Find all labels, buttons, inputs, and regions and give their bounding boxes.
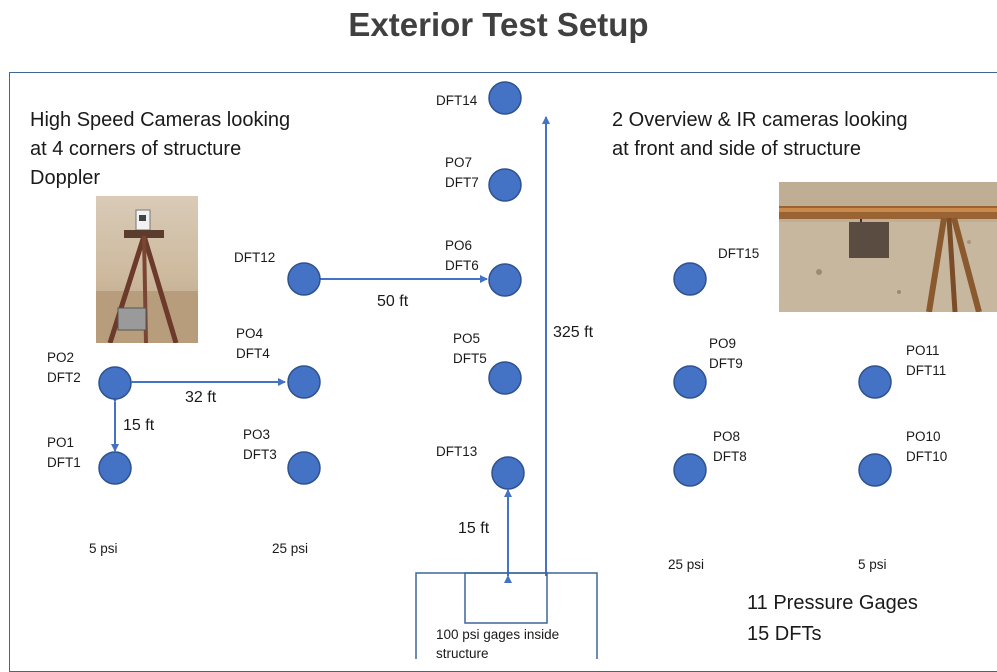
structure-label-line: structure [436, 646, 489, 661]
gage-label-line: PO6 [445, 238, 473, 253]
summary-line: 15 DFTs [747, 623, 822, 645]
summary: 11 Pressure Gages 15 DFTs [747, 588, 918, 650]
gage-marker-po5 [488, 361, 522, 395]
distance-label-32ft: 32 ft [185, 389, 217, 406]
gage-marker-po1 [98, 451, 132, 485]
gage-label-line: DFT9 [709, 356, 743, 371]
summary-line: 11 Pressure Gages [747, 592, 918, 614]
gage-label-po11: PO11 DFT11 [906, 341, 946, 381]
gage-marker-po7 [488, 168, 522, 202]
gage-label-po5: PO5 DFT5 [453, 329, 487, 369]
gage-label-line: DFT7 [445, 175, 479, 190]
gage-label-line: PO7 [445, 155, 473, 170]
gage-label-line: PO10 [906, 429, 941, 444]
gage-label-po8: PO8 DFT8 [713, 427, 747, 467]
gage-label-line: PO3 [243, 427, 271, 442]
left-note-line: at 4 corners of structure [30, 138, 242, 160]
distance-label-15ft-center: 15 ft [458, 520, 490, 537]
gage-label-line: DFT6 [445, 258, 479, 273]
distance-label-50ft: 50 ft [377, 293, 409, 310]
tripod-camera-photo [96, 196, 198, 343]
left-note: High Speed Cameras looking at 4 corners … [30, 106, 290, 193]
gage-label-line: DFT3 [243, 447, 277, 462]
gage-label-line: PO11 [906, 343, 940, 358]
gage-marker-po3 [287, 451, 321, 485]
gage-label-dft12: DFT12 [234, 248, 275, 268]
gage-marker-dft12 [287, 262, 321, 296]
page-title: Exterior Test Setup [348, 6, 649, 43]
gage-label-line: PO8 [713, 429, 741, 444]
structure-label-line: 100 psi gages inside [436, 627, 560, 642]
gage-label-po4: PO4 DFT4 [236, 324, 270, 364]
structure-label: 100 psi gages inside structure [436, 625, 559, 663]
right-note-line: 2 Overview & IR cameras looking [612, 109, 908, 131]
gage-label-line: DFT8 [713, 449, 747, 464]
gage-label-line: DFT1 [47, 455, 81, 470]
gage-label-line: DFT13 [436, 444, 478, 459]
pipe-rig-photo [779, 182, 997, 312]
gage-label-line: DFT4 [236, 346, 270, 361]
gage-marker-po2 [98, 366, 132, 400]
gage-marker-dft13 [491, 456, 525, 490]
gage-label-po3: PO3 DFT3 [243, 425, 277, 465]
gage-label-line: DFT14 [436, 93, 478, 108]
gage-label-po7: PO7 DFT7 [445, 153, 479, 193]
gage-marker-dft14 [488, 81, 522, 115]
gage-label-line: PO4 [236, 326, 264, 341]
psi-label: 25 psi [272, 541, 309, 556]
gage-label-line: PO2 [47, 350, 75, 365]
gage-marker-po4 [287, 365, 321, 399]
gage-label-line: DFT5 [453, 351, 487, 366]
gage-label-po1: PO1 DFT1 [47, 433, 81, 473]
gage-marker-po11 [858, 365, 892, 399]
right-note-line: at front and side of structure [612, 138, 862, 160]
right-note: 2 Overview & IR cameras looking at front… [612, 106, 908, 164]
gage-label-po6: PO6 DFT6 [445, 236, 479, 276]
gage-label-line: PO9 [709, 336, 737, 351]
gage-label-line: DFT11 [906, 363, 947, 378]
gage-label-dft15: DFT15 [718, 244, 759, 264]
left-note-line: Doppler [30, 167, 101, 189]
gage-label-po10: PO10 DFT10 [906, 427, 947, 467]
gage-marker-po6 [488, 263, 522, 297]
gage-label-line: PO1 [47, 435, 75, 450]
left-note-line: High Speed Cameras looking [30, 109, 291, 131]
gage-label-line: DFT10 [906, 449, 948, 464]
gage-marker-po10 [858, 453, 892, 487]
gage-marker-po8 [673, 453, 707, 487]
gage-label-dft14: DFT14 [436, 91, 477, 111]
gage-label-po9: PO9 DFT9 [709, 334, 743, 374]
gage-label-po2: PO2 DFT2 [47, 348, 81, 388]
gage-label-line: DFT15 [718, 246, 760, 261]
gage-label-line: DFT2 [47, 370, 81, 385]
gage-label-dft13: DFT13 [436, 442, 477, 462]
gage-marker-dft15 [673, 262, 707, 296]
distance-label-325ft: 325 ft [553, 324, 594, 341]
distance-label-15ft-left: 15 ft [123, 417, 155, 434]
gage-label-line: DFT12 [234, 250, 276, 265]
gage-marker-po9 [673, 365, 707, 399]
psi-label: 25 psi [668, 557, 705, 572]
structure-inner-box [464, 572, 548, 624]
psi-label: 5 psi [89, 541, 118, 556]
psi-label: 5 psi [858, 557, 887, 572]
gage-label-line: PO5 [453, 331, 481, 346]
